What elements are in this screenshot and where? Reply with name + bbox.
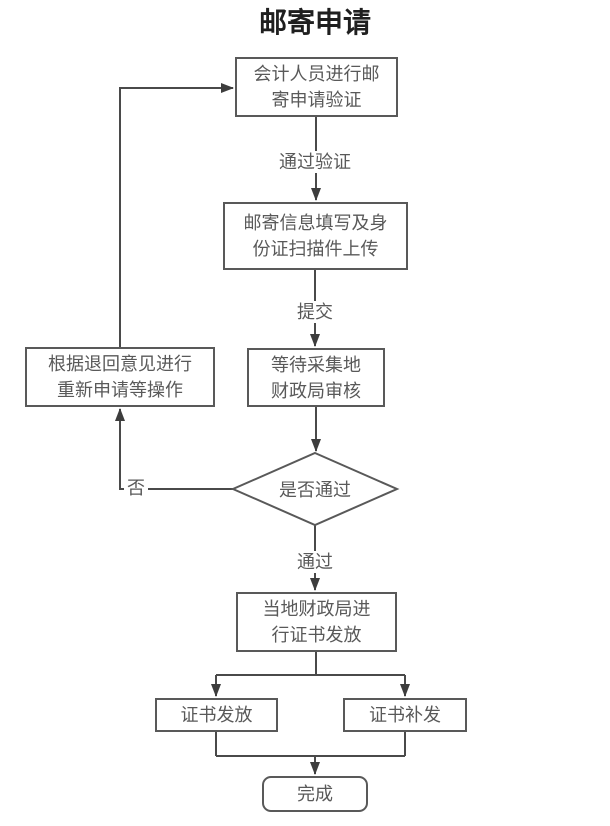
edge-merge-to-done [215,732,406,775]
edge-label-pass-verify: 通过验证 [276,151,354,173]
flow-node-fill-info: 邮寄信息填写及身 份证扫描件上传 [223,202,408,270]
flow-node-verify: 会计人员进行邮 寄申请验证 [235,57,398,117]
edge-label-pass: 通过 [294,551,336,573]
flow-node-done: 完成 [262,776,368,812]
edge-label-no: 否 [124,477,148,499]
edge-label-submit: 提交 [294,301,336,323]
page-title: 邮寄申请 [258,7,372,38]
flow-node-cert-reissue: 证书补发 [343,698,467,732]
flow-node-issue: 当地财政局进 行证书发放 [236,592,397,652]
edge-decision-no-to-reapply [115,408,233,490]
edge-issue-split [211,652,410,697]
edge-reapply-to-verify [119,83,234,347]
flow-node-reapply: 根据退回意见进行 重新申请等操作 [25,347,215,407]
flow-node-wait-review: 等待采集地 财政局审核 [247,348,385,407]
decision-diamond [230,451,400,527]
flow-node-cert-issue: 证书发放 [155,698,278,732]
flow-node-decision-label: 是否通过 [279,480,351,500]
